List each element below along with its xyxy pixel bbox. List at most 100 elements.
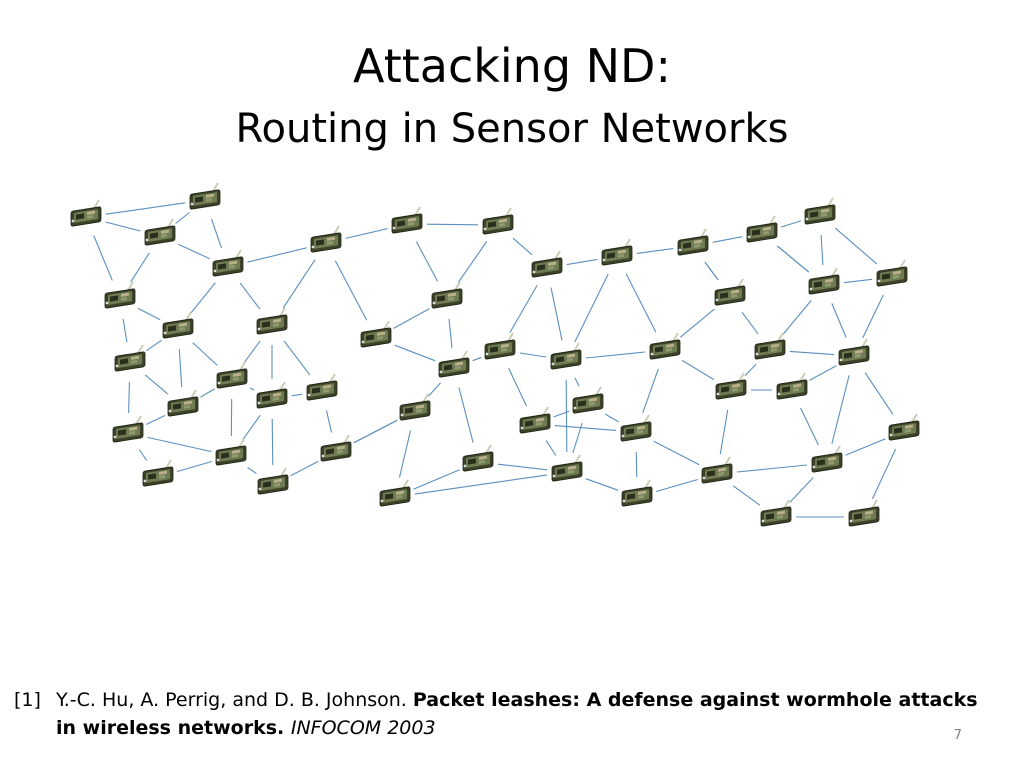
- reference-text: Y.-C. Hu, A. Perrig, and D. B. Johnson. …: [56, 686, 1004, 742]
- network-link: [415, 241, 439, 282]
- network-link: [247, 466, 257, 475]
- network-link: [291, 393, 303, 397]
- network-link: [871, 448, 897, 500]
- sensor-mote-icon: [112, 415, 144, 444]
- network-link: [519, 352, 547, 358]
- network-link: [776, 245, 810, 273]
- sensor-mote-icon: [189, 182, 221, 211]
- network-link: [862, 294, 884, 339]
- sensor-mote-icon: [391, 206, 423, 235]
- sensor-mote-icon: [838, 338, 870, 367]
- network-link: [138, 449, 148, 461]
- sensor-mote-icon: [484, 332, 516, 361]
- sensor-mote-icon: [482, 207, 514, 236]
- sensor-mote-icon: [649, 332, 681, 361]
- reference-authors: Y.-C. Hu, A. Perrig, and D. B. Johnson.: [56, 689, 413, 711]
- network-link: [290, 460, 319, 477]
- reference-number: [1]: [14, 689, 41, 711]
- sensor-mote-icon: [399, 393, 431, 422]
- network-link: [145, 415, 166, 425]
- sensor-mote-icon: [621, 479, 653, 508]
- network-link: [574, 377, 580, 387]
- network-link: [585, 351, 646, 359]
- network-link: [864, 372, 894, 415]
- network-link: [605, 413, 619, 423]
- network-link: [653, 440, 700, 466]
- network-link: [190, 282, 216, 314]
- network-link: [800, 407, 819, 446]
- network-link: [93, 235, 113, 281]
- sensor-mote-icon: [572, 386, 604, 415]
- network-link: [283, 340, 311, 376]
- page-number: 7: [953, 728, 962, 743]
- network-link: [144, 374, 169, 395]
- sensor-mote-icon: [754, 332, 786, 361]
- network-link: [210, 218, 223, 249]
- network-link: [553, 410, 570, 418]
- network-link: [242, 414, 261, 441]
- network-link: [249, 387, 255, 391]
- network-link: [831, 303, 847, 338]
- network-link: [585, 478, 619, 491]
- network-link: [820, 234, 824, 266]
- sensor-mote-icon: [256, 381, 288, 410]
- network-link: [642, 368, 659, 414]
- network-link: [178, 348, 183, 388]
- network-link: [398, 430, 412, 478]
- network-link: [334, 260, 368, 321]
- network-link: [656, 478, 698, 493]
- network-link: [574, 273, 609, 343]
- sensor-mote-icon: [320, 434, 352, 463]
- sensor-mote-icon: [310, 225, 342, 254]
- network-link: [565, 379, 568, 453]
- network-link: [128, 381, 130, 414]
- sensor-mote-icon: [811, 445, 843, 474]
- network-link: [325, 410, 333, 433]
- network-link: [247, 247, 307, 263]
- sensor-mote-icon: [715, 372, 747, 401]
- network-link: [719, 409, 729, 455]
- sensor-mote-icon: [114, 344, 146, 373]
- sensor-mote-icon: [804, 197, 836, 226]
- network-link: [345, 228, 388, 239]
- title-block: Attacking ND: Routing in Sensor Networks: [0, 38, 1024, 154]
- network-link: [413, 469, 460, 490]
- network-link: [497, 463, 548, 471]
- sensor-mote-icon: [431, 281, 463, 310]
- sensor-mote-icon: [848, 499, 880, 528]
- sensor-mote-icon: [215, 438, 247, 467]
- sensor-mote-icon: [306, 373, 338, 402]
- reference-citation: [1] Y.-C. Hu, A. Perrig, and D. B. Johns…: [14, 686, 1004, 742]
- sensor-mote-icon: [701, 456, 733, 485]
- sensor-mote-icon: [519, 406, 551, 435]
- network-link: [122, 318, 128, 343]
- network-link: [353, 419, 398, 444]
- network-link: [681, 359, 715, 381]
- network-link: [712, 236, 743, 243]
- network-link: [744, 363, 757, 377]
- network-link: [105, 221, 141, 232]
- sensor-mote-icon: [360, 320, 392, 349]
- sensor-mote-icon: [379, 479, 411, 508]
- network-link: [147, 436, 212, 453]
- sensor-mote-icon: [808, 267, 840, 296]
- network-link: [200, 388, 215, 398]
- network-link: [680, 308, 715, 338]
- network-link: [472, 356, 482, 362]
- network-link: [789, 477, 814, 503]
- sensor-mote-icon: [888, 413, 920, 442]
- network-link: [550, 287, 563, 341]
- sensor-mote-icon: [70, 199, 102, 228]
- network-link: [177, 243, 211, 260]
- network-link: [393, 308, 430, 329]
- network-link: [282, 259, 316, 309]
- sensor-mote-icon: [257, 467, 289, 496]
- sensor-mote-icon: [212, 249, 244, 278]
- sensor-mote-icon: [216, 361, 248, 390]
- network-link: [566, 258, 598, 266]
- network-link: [782, 300, 812, 335]
- network-link: [831, 375, 850, 444]
- network-link: [780, 220, 802, 228]
- network-link: [427, 382, 442, 397]
